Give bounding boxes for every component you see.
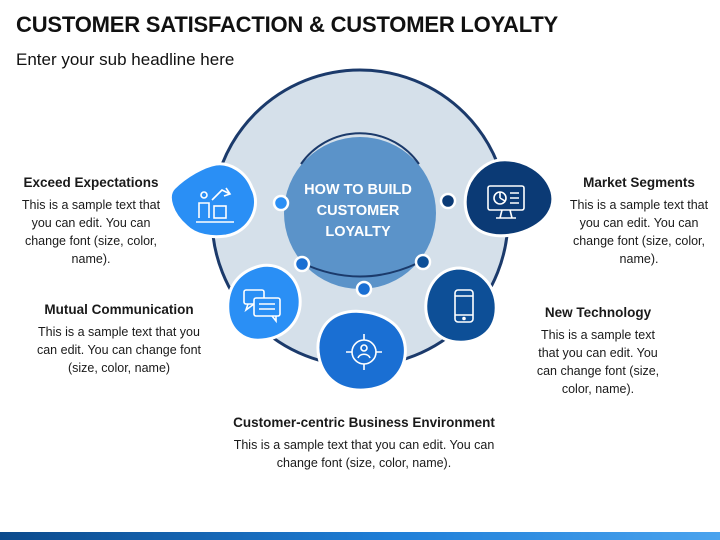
body-market-segments: This is a sample text that you can edit.… — [569, 198, 709, 266]
page-subtitle: Enter your sub headline here — [16, 50, 235, 69]
badge-mutual-communication — [226, 263, 302, 342]
smartphone-icon — [454, 289, 474, 323]
heading-exceed-expectations: Exceed Expectations — [23, 175, 159, 190]
heading-mutual-communication: Mutual Communication — [44, 302, 194, 317]
monitor-chart-icon — [487, 185, 525, 219]
page-title: CUSTOMER SATISFACTION & CUSTOMER LOYALTY — [16, 12, 559, 37]
badge-new-technology — [424, 266, 498, 344]
body-customer-centric: This is a sample text that you can edit.… — [233, 438, 495, 470]
center-label: HOW TO BUILD CUSTOMER LOYALTY — [290, 180, 426, 243]
center-label-line3: LOYALTY — [325, 224, 391, 240]
heading-new-technology: New Technology — [544, 305, 652, 320]
inner-arc-top — [300, 132, 420, 165]
body-new-technology: This is a sample text that you can edit.… — [536, 328, 660, 396]
body-exceed-expectations: This is a sample text that you can edit.… — [21, 198, 161, 266]
text-block-mutual-communication: Mutual Communication This is a sample te… — [30, 301, 208, 377]
badge-exceed-expectations — [169, 162, 258, 239]
chat-bubbles-icon — [243, 289, 281, 324]
center-label-line2: CUSTOMER — [316, 203, 400, 219]
badge-customer-centric — [316, 309, 407, 392]
text-block-market-segments: Market Segments This is a sample text th… — [568, 174, 710, 268]
heading-customer-centric: Customer-centric Business Environment — [233, 415, 495, 430]
connector-dots — [272, 192, 457, 298]
heading-market-segments: Market Segments — [583, 175, 695, 190]
text-block-customer-centric: Customer-centric Business Environment Th… — [222, 414, 506, 472]
text-block-exceed-expectations: Exceed Expectations This is a sample tex… — [14, 174, 168, 268]
center-label-line1: HOW TO BUILD — [304, 182, 412, 198]
target-user-icon — [346, 334, 382, 370]
body-mutual-communication: This is a sample text that you can edit.… — [36, 325, 202, 375]
badge-market-segments — [463, 158, 555, 238]
bottom-accent-bar — [0, 532, 720, 540]
text-block-new-technology: New Technology This is a sample text tha… — [530, 304, 666, 398]
growth-chart-icon — [196, 187, 234, 223]
inner-circle — [284, 137, 436, 289]
inner-arc-bottom — [301, 262, 419, 278]
